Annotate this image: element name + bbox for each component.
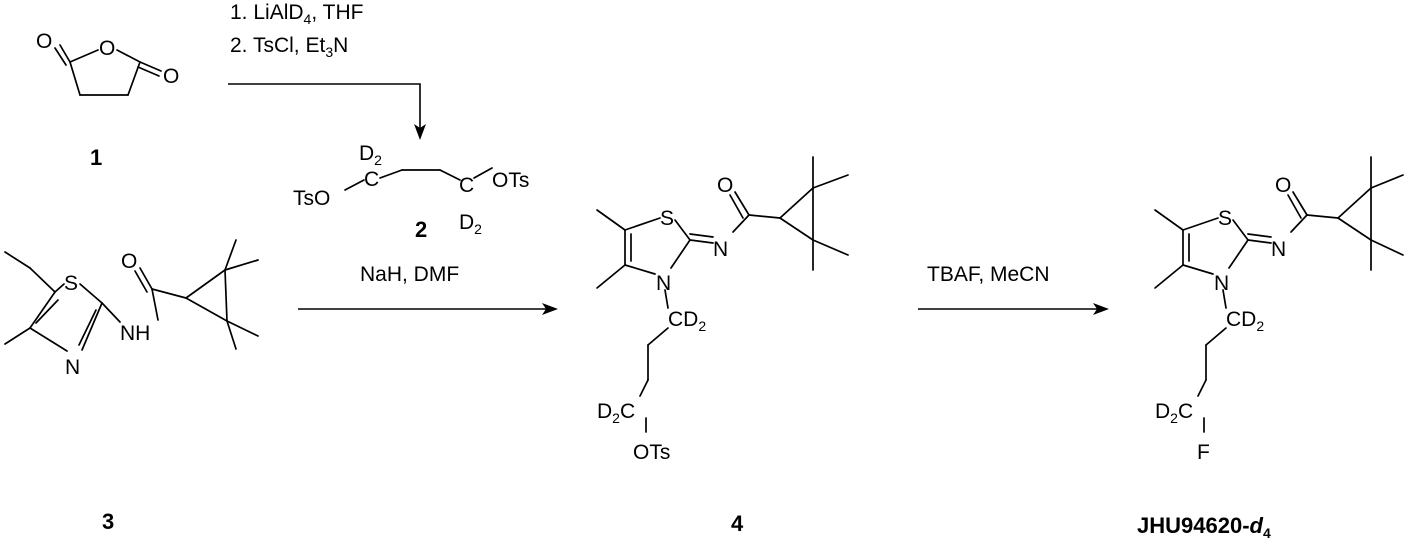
- atom-f: F: [1197, 441, 1210, 464]
- compound-label-1: 1: [90, 145, 102, 170]
- step3-arrow: [918, 303, 1109, 315]
- atom-cd2-upper: CD2: [668, 308, 706, 334]
- step1-conditions: 1. LiAlD4, THF 2. TsCl, Et3N: [230, 1, 363, 60]
- step1-line1: 1. LiAlD4, THF: [230, 1, 363, 27]
- atom-d2c-lower: D2C: [1155, 400, 1193, 426]
- atom-n-ring: N: [1214, 272, 1229, 295]
- atom-d2-bottom: D2: [459, 211, 482, 237]
- step2-conditions: NaH, DMF: [360, 263, 459, 286]
- compound-label-2: 2: [415, 217, 427, 242]
- compound-label-final: JHU94620-d4: [1137, 513, 1271, 541]
- atom-n-ring: N: [65, 356, 80, 379]
- compound-1-structure: O O O: [36, 30, 179, 96]
- atom-o-amide: O: [121, 250, 137, 273]
- step2-arrow: [298, 303, 558, 315]
- step1-arrow: [228, 83, 426, 140]
- atom-s: S: [64, 272, 78, 295]
- final-compound-structure: S N N O CD2 D2C F: [1154, 156, 1404, 464]
- atom-o-amide: O: [1275, 174, 1291, 197]
- step3-conditions: TBAF, MeCN: [927, 263, 1050, 286]
- compound-label-3: 3: [102, 509, 114, 534]
- atom-o-carbonyl-right: O: [163, 65, 179, 88]
- atom-ots: OTs: [633, 441, 670, 464]
- atom-cd2-upper: CD2: [1226, 308, 1264, 334]
- step1-line2: 2. TsCl, Et3N: [230, 34, 348, 60]
- compound-4-structure: S N N O CD2 D2C OTs: [596, 156, 849, 464]
- atom-d2c-lower: D2C: [597, 400, 635, 426]
- atom-n-imine: N: [1271, 238, 1286, 261]
- atom-d2-top: D2: [359, 142, 382, 168]
- atom-n-ring: N: [656, 272, 671, 295]
- atom-o-amide: O: [717, 174, 733, 197]
- atom-c-cd2-left: C: [364, 168, 379, 191]
- atom-o-ring: O: [99, 37, 115, 60]
- atom-s: S: [660, 207, 674, 230]
- atom-c-cd2-right: C: [459, 174, 474, 197]
- compound-label-4: 4: [731, 511, 744, 536]
- compound-3-structure: S N NH O: [4, 239, 259, 379]
- compound-2-structure: TsO C D2 C D2 OTs: [293, 142, 529, 237]
- atom-nh: NH: [120, 322, 150, 345]
- atom-tso: TsO: [293, 187, 330, 210]
- atom-ots: OTs: [492, 169, 529, 192]
- atom-s: S: [1218, 207, 1232, 230]
- atom-n-imine: N: [713, 238, 728, 261]
- atom-o-carbonyl-left: O: [36, 30, 52, 53]
